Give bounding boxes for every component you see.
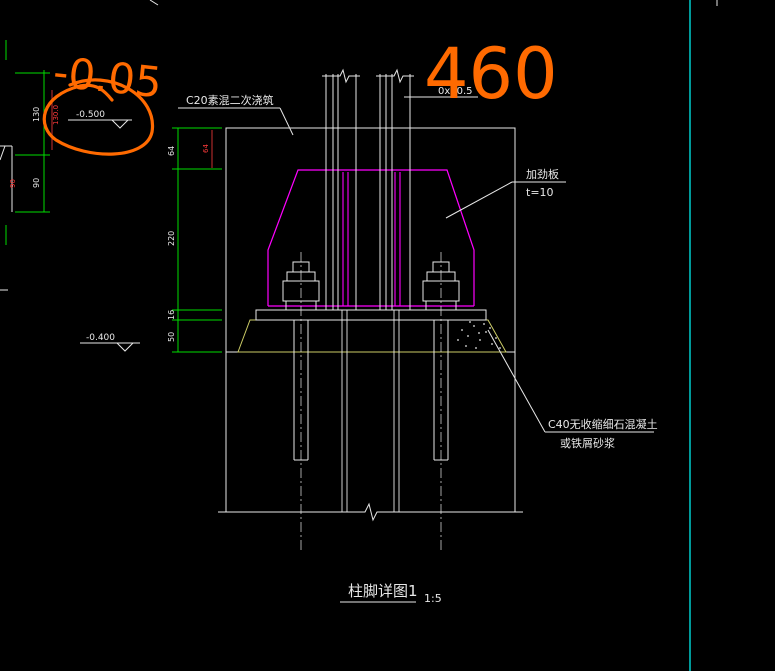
- elevation-label-lower: -0.400: [86, 333, 115, 343]
- frame-top-tick: [149, 0, 159, 6]
- dim-220: 220: [167, 231, 176, 246]
- left-dim-90: 90: [32, 178, 41, 188]
- column-break-right: [376, 68, 414, 84]
- drawing-scale: 1:5: [424, 592, 442, 605]
- handwritten-number-text: 460: [424, 33, 558, 115]
- label-rod-spec: 0x40.5: [438, 86, 473, 97]
- handwritten-elevation-text: -0.05: [51, 47, 164, 107]
- grout-layer: [237, 319, 507, 353]
- bottom-break-line: [218, 502, 523, 522]
- anchor-bolt-left: [282, 252, 320, 552]
- elevation-marker-lower: [116, 342, 134, 352]
- leader-stiffener: 加劲板 t=10: [445, 167, 566, 219]
- leader-grout-concrete: C20素混二次浇筑: [178, 93, 294, 136]
- base-plate: [255, 309, 487, 321]
- left-dim-130: 130: [32, 107, 41, 122]
- handwritten-annotations: -0.05 460: [42, 33, 558, 156]
- leader-c40-grout: C40无收缩细石混凝土 或铁屑砂浆: [487, 329, 658, 450]
- elevation-label-upper: -0.500: [76, 110, 105, 120]
- column-section: [325, 74, 411, 512]
- label-stiffener-title: 加劲板: [526, 167, 559, 181]
- dim-16: 16: [167, 310, 176, 320]
- label-c40-line1: C40无收缩细石混凝土: [548, 417, 658, 431]
- left-dim-red-1: 130.0: [52, 105, 60, 125]
- anchor-bolt-right: [422, 252, 460, 552]
- dim-64: 64: [167, 146, 176, 156]
- label-c40-line2: 或铁屑砂浆: [560, 436, 615, 450]
- dim-64-red: 64: [202, 144, 210, 153]
- left-dim-red-2: 90: [9, 179, 17, 188]
- drawing-title: 柱脚详图1: [348, 582, 418, 600]
- drawing-title-block: 柱脚详图1 1:5: [340, 582, 442, 605]
- concrete-encasement: [225, 127, 516, 353]
- grout-hatch: [457, 321, 501, 349]
- label-grout-concrete: C20素混二次浇筑: [186, 93, 274, 107]
- dimension-chain: 64 64 220 16 50: [167, 127, 222, 353]
- dim-50: 50: [167, 332, 176, 342]
- handwritten-circle: [42, 78, 155, 156]
- column-break-left: [322, 68, 360, 84]
- elevation-marker-upper: [111, 119, 129, 129]
- elevation-lower: -0.400: [80, 333, 140, 352]
- foundation-detail: [218, 68, 523, 552]
- left-partial-detail: 130 90 130.0 90 -0.500: [0, 40, 132, 291]
- leader-rod-spec: 0x40.5: [404, 86, 478, 98]
- stiffener-plate-outline: [267, 169, 475, 306]
- label-stiffener-thk: t=10: [526, 186, 554, 199]
